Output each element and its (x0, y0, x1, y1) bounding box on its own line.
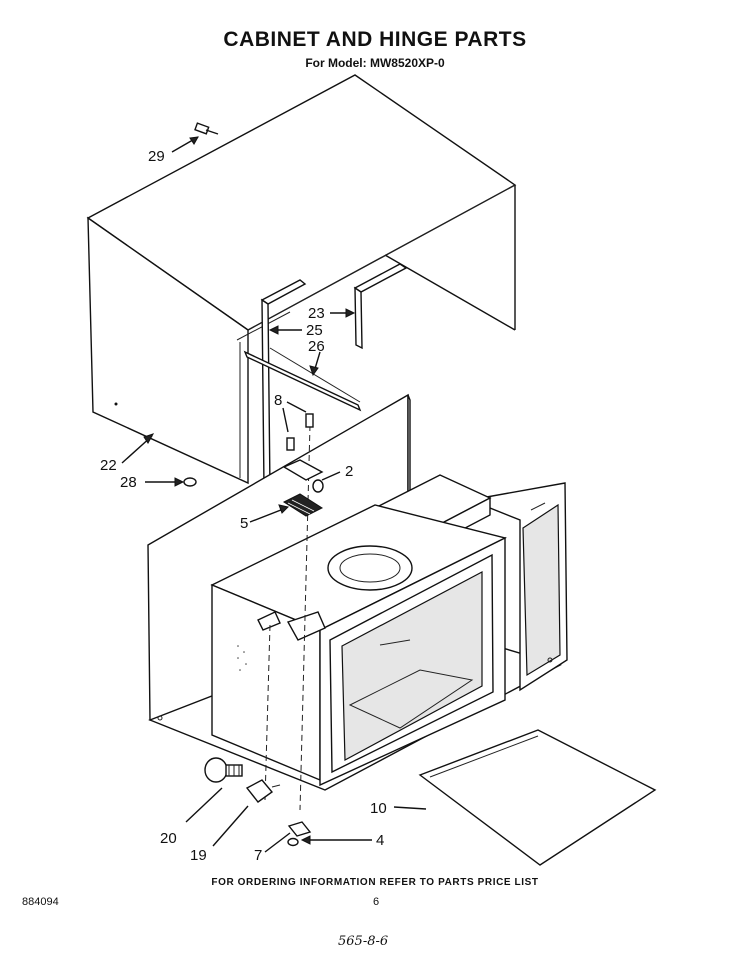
model-subtitle: For Model: MW8520XP-0 (305, 56, 445, 70)
callout-28: 28 (120, 474, 137, 491)
callout-29: 29 (148, 148, 165, 165)
screw-8-icon (286, 413, 314, 451)
leader-lines (121, 136, 427, 853)
screw-29-icon (194, 122, 219, 135)
oven-cavity (210, 474, 508, 787)
callout-5: 5 (240, 515, 248, 532)
callout-26: 26 (308, 338, 325, 355)
channel-rails (243, 263, 408, 491)
latch-5-icon (282, 493, 324, 517)
ordering-note: FOR ORDERING INFORMATION REFER TO PARTS … (211, 877, 539, 888)
tray-10-icon (418, 729, 657, 866)
callout-23: 23 (308, 305, 325, 322)
vent-grille (237, 645, 247, 671)
callout-10: 10 (370, 800, 387, 817)
handwritten-note: 565-8-6 (338, 934, 389, 949)
page-number: 6 (373, 896, 380, 908)
callout-8: 8 (274, 392, 282, 409)
callout-20: 20 (160, 830, 177, 847)
lamp-20-icon (204, 757, 243, 783)
callout-19: 19 (190, 847, 207, 864)
document-number: 884094 (22, 896, 59, 908)
screw-28-icon (183, 477, 197, 487)
socket-19-icon (245, 779, 281, 803)
pin-7-icon (287, 821, 312, 837)
page-title: CABINET AND HINGE PARTS (223, 28, 527, 51)
hinge-2-icon (282, 459, 324, 493)
cabinet-wrapper (86, 74, 517, 485)
callout-2: 2 (345, 463, 353, 480)
callout-4: 4 (376, 832, 384, 849)
washer-4-icon (287, 837, 299, 847)
callout-25: 25 (306, 322, 323, 339)
callout-22: 22 (100, 457, 117, 474)
callout-7: 7 (254, 847, 262, 864)
